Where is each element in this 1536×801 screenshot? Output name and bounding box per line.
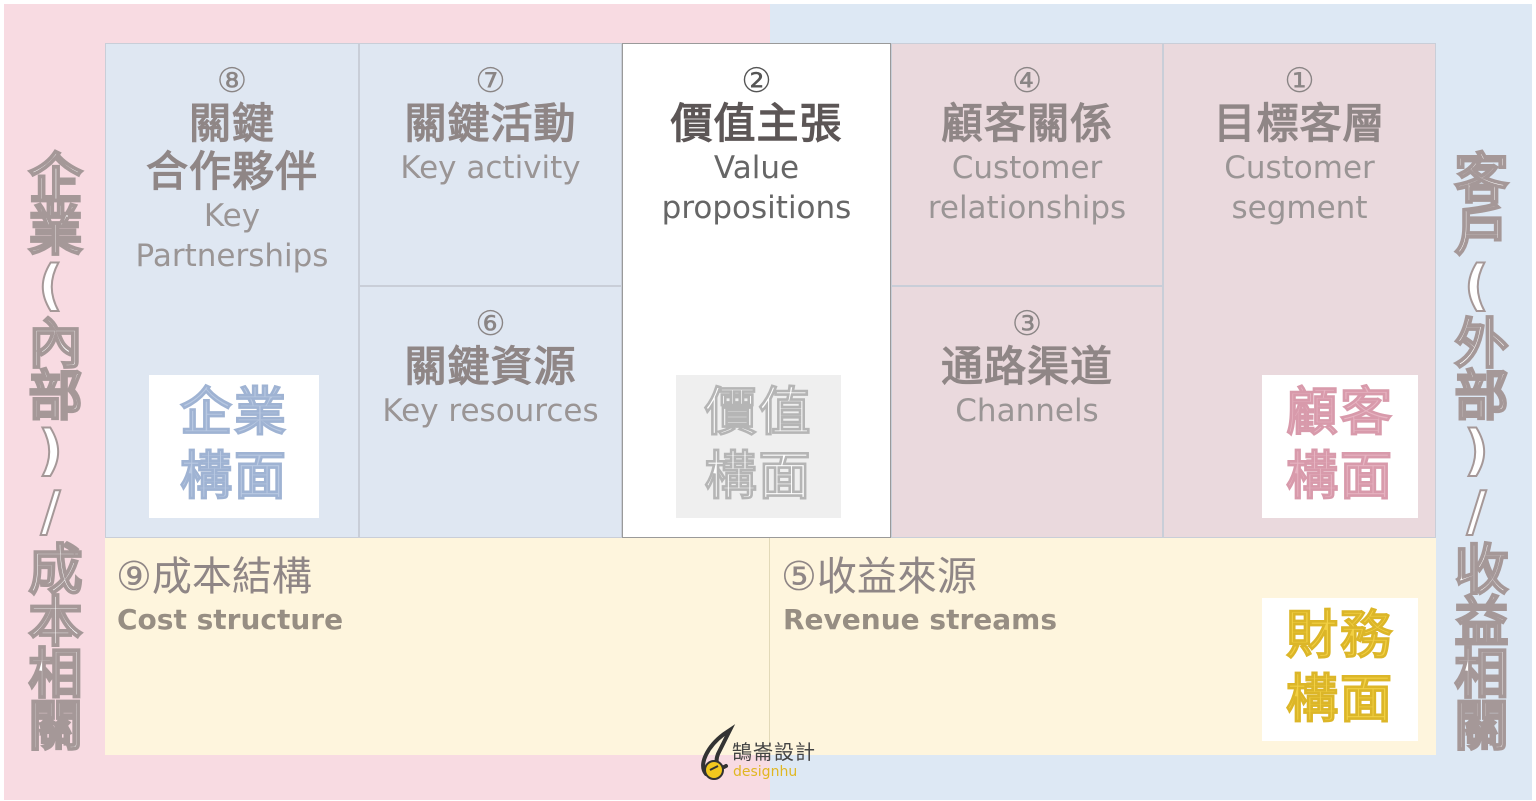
block-number: ① (1284, 61, 1315, 101)
cost-structure-block (105, 538, 770, 755)
block-title-zh: 通路渠道 (940, 342, 1113, 391)
block-title-zh: 關鍵資源 (404, 342, 577, 391)
block-number: ⑦ (475, 61, 506, 101)
block-number: ④ (1011, 61, 1043, 101)
stamp-text: 顧客 (1285, 383, 1394, 444)
block-title-zh: 顧客關係 (940, 99, 1113, 148)
block-title-zh: 合作夥伴 (145, 147, 318, 196)
stamp-text: 構面 (179, 447, 288, 508)
designhu-logo-icon (701, 724, 736, 780)
block-title-en: Channels (955, 393, 1099, 429)
block-title-en: propositions (661, 190, 852, 226)
cost-structure-subtitle: Cost structure (117, 603, 344, 636)
enterprise-dimension-stamp: 企業 構面 (149, 375, 319, 518)
block-title-zh: 關鍵 (188, 99, 275, 148)
block-title-en: relationships (927, 190, 1127, 226)
logo-name: 鵠崙設計 (732, 740, 816, 764)
customer-dimension-stamp: 顧客 構面 (1262, 375, 1418, 518)
value-dimension-stamp: 價值 構面 (676, 375, 841, 518)
block-title-en: Key (203, 198, 261, 234)
revenue-streams-title: ⑤收益來源 (781, 554, 977, 600)
block-title-zh: 價值主張 (670, 99, 843, 148)
left-side-label: 企業(內部)/成本相關 (18, 149, 83, 750)
block-title-en: Customer (951, 150, 1103, 186)
block-title-zh: 目標客層 (1213, 99, 1386, 148)
cost-structure-title: ⑨成本結構 (116, 554, 312, 600)
stamp-text: 構面 (704, 447, 813, 508)
block-title-en: Key activity (400, 150, 581, 186)
block-title-en: segment (1231, 190, 1368, 226)
block-title-en: Customer (1224, 150, 1375, 186)
right-side-label: 客戶(外部)/收益相關 (1444, 149, 1509, 750)
stamp-text: 財務 (1285, 606, 1394, 667)
stamp-text: 構面 (1285, 447, 1394, 508)
channels-block: ③ 通路渠道 Channels (891, 286, 1163, 538)
logo-subtext: designhu (733, 764, 798, 780)
finance-dimension-stamp: 財務 構面 (1262, 598, 1418, 741)
block-number: ② (741, 61, 772, 101)
stamp-text: 企業 (179, 383, 288, 444)
block-title-en: Value (713, 150, 800, 186)
block-number: ⑧ (216, 61, 248, 101)
block-number: ③ (1011, 304, 1043, 344)
revenue-streams-subtitle: Revenue streams (783, 603, 1057, 636)
block-number: ⑥ (475, 304, 506, 344)
block-title-zh: 關鍵活動 (404, 99, 577, 148)
key-resources-block: ⑥ 關鍵資源 Key resources (359, 286, 622, 538)
customer-relationships-block: ④ 顧客關係 Customer relationships (891, 43, 1163, 286)
stamp-text: 構面 (1285, 670, 1394, 731)
block-title-en: Key resources (382, 393, 599, 429)
stamp-text: 價值 (704, 383, 813, 444)
block-title-en: Partnerships (135, 238, 329, 274)
key-activity-block: ⑦ 關鍵活動 Key activity (359, 43, 622, 286)
